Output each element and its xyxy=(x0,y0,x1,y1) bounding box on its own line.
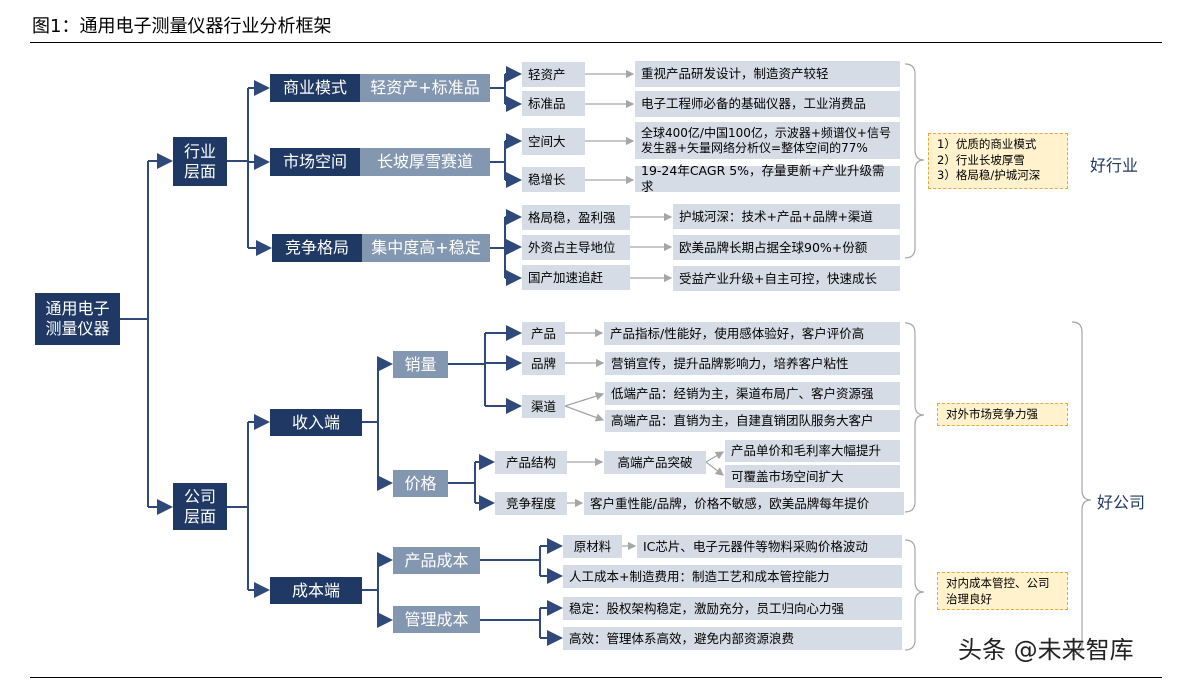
leaf-detail: IC芯片、电子元器件等物料采购价格波动 xyxy=(637,535,902,558)
note-line: 2）行业长坡厚雪 xyxy=(937,152,1025,167)
leaf-key: 标准品 xyxy=(522,91,585,116)
leaf-key: 产品结构 xyxy=(495,451,567,474)
leaf-detail: 受益产业升级+自主可控，快速成长 xyxy=(673,266,900,291)
revenue-node: 收入端 xyxy=(270,409,362,436)
leaf-detail: 稳定：股权架构稳定，激励充分，员工归向心力强 xyxy=(563,597,902,620)
top-rule xyxy=(30,42,1162,43)
leaf-detail: 电子工程师必备的基础仪器，工业消费品 xyxy=(635,91,900,117)
cost-node: 成本端 xyxy=(270,577,362,604)
industry-note: 1）优质的商业模式 2）行业长坡厚雪 3）格局稳/护城河深 xyxy=(928,133,1068,189)
market-space-tag: 长坡厚雪赛道 xyxy=(360,148,490,176)
leaf-detail: 欧美品牌长期占据全球90%+份额 xyxy=(673,235,900,260)
leaf-detail: 可覆盖市场空间扩大 xyxy=(725,465,900,488)
leaf-key: 国产加速追赶 xyxy=(522,265,630,290)
leaf-detail: 高端产品：直销为主，自建直销团队服务大客户 xyxy=(605,410,900,432)
leaf-key: 轻资产 xyxy=(522,62,585,87)
leaf-detail: 营销宣传，提升品牌影响力，培养客户粘性 xyxy=(605,352,900,375)
leaf-detail: 低端产品：经销为主，渠道布局广、客户资源强 xyxy=(605,382,900,405)
cost-note: 对内成本管控、公司治理良好 xyxy=(937,572,1068,610)
leaf-detail: 客户重性能/品牌，价格不敏感，欧美品牌每年提价 xyxy=(584,492,904,515)
figure-title: 图1：通用电子测量仪器行业分析框架 xyxy=(32,16,332,37)
root-node: 通用电子 测量仪器 xyxy=(35,293,120,345)
industry-conclusion: 好行业 xyxy=(1090,156,1139,175)
competition-tag: 集中度高+稳定 xyxy=(362,234,490,262)
industry-level-node: 行业层面 xyxy=(173,137,227,186)
leaf-detail: 全球400亿/中国100亿，示波器+频谱仪+信号发生器+矢量网络分析仪=整体空间… xyxy=(635,122,900,159)
note-line: 3）格局稳/护城河深 xyxy=(937,168,1041,183)
volume-node: 销量 xyxy=(393,351,448,378)
mgmt-cost-node: 管理成本 xyxy=(393,606,480,633)
leaf-detail: 人工成本+制造费用：制造工艺和成本管控能力 xyxy=(563,565,902,588)
leaf-key: 空间大 xyxy=(522,128,585,155)
leaf-key: 格局稳，盈利强 xyxy=(522,205,630,230)
product-cost-node: 产品成本 xyxy=(393,547,480,574)
leaf-key: 渠道 xyxy=(522,395,565,418)
company-level-node: 公司层面 xyxy=(173,483,227,530)
price-node: 价格 xyxy=(393,470,448,497)
leaf-key: 稳增长 xyxy=(522,167,585,192)
revenue-note: 对外市场竞争力强 xyxy=(937,403,1068,426)
leaf-key: 外资占主导地位 xyxy=(522,235,630,260)
leaf-key: 原材料 xyxy=(563,535,622,558)
leaf-detail: 产品单价和毛利率大幅提升 xyxy=(725,440,900,462)
business-model-node: 商业模式 xyxy=(270,74,360,102)
leaf-key: 竞争程度 xyxy=(495,492,567,515)
leaf-key: 产品 xyxy=(522,322,565,345)
leaf-detail: 重视产品研发设计，制造资产较轻 xyxy=(635,61,900,87)
leaf-detail: 19-24年CAGR 5%，存量更新+产业升级需求 xyxy=(635,163,900,194)
leaf-detail: 高效：管理体系高效，避免内部资源浪费 xyxy=(563,627,902,650)
market-space-node: 市场空间 xyxy=(270,148,360,176)
leaf-mid: 高端产品突破 xyxy=(604,451,706,474)
note-line: 1）优质的商业模式 xyxy=(937,137,1037,151)
leaf-key: 品牌 xyxy=(522,352,565,375)
company-conclusion: 好公司 xyxy=(1097,493,1146,512)
competition-node: 竞争格局 xyxy=(272,234,362,262)
watermark: 头条 @未来智库 xyxy=(958,636,1134,664)
bottom-rule xyxy=(30,677,1162,678)
leaf-detail: 产品指标/性能好，使用感体验好，客户评价高 xyxy=(604,322,900,345)
leaf-detail: 护城河深：技术+产品+品牌+渠道 xyxy=(673,204,900,229)
business-model-tag: 轻资产+标准品 xyxy=(360,74,490,102)
